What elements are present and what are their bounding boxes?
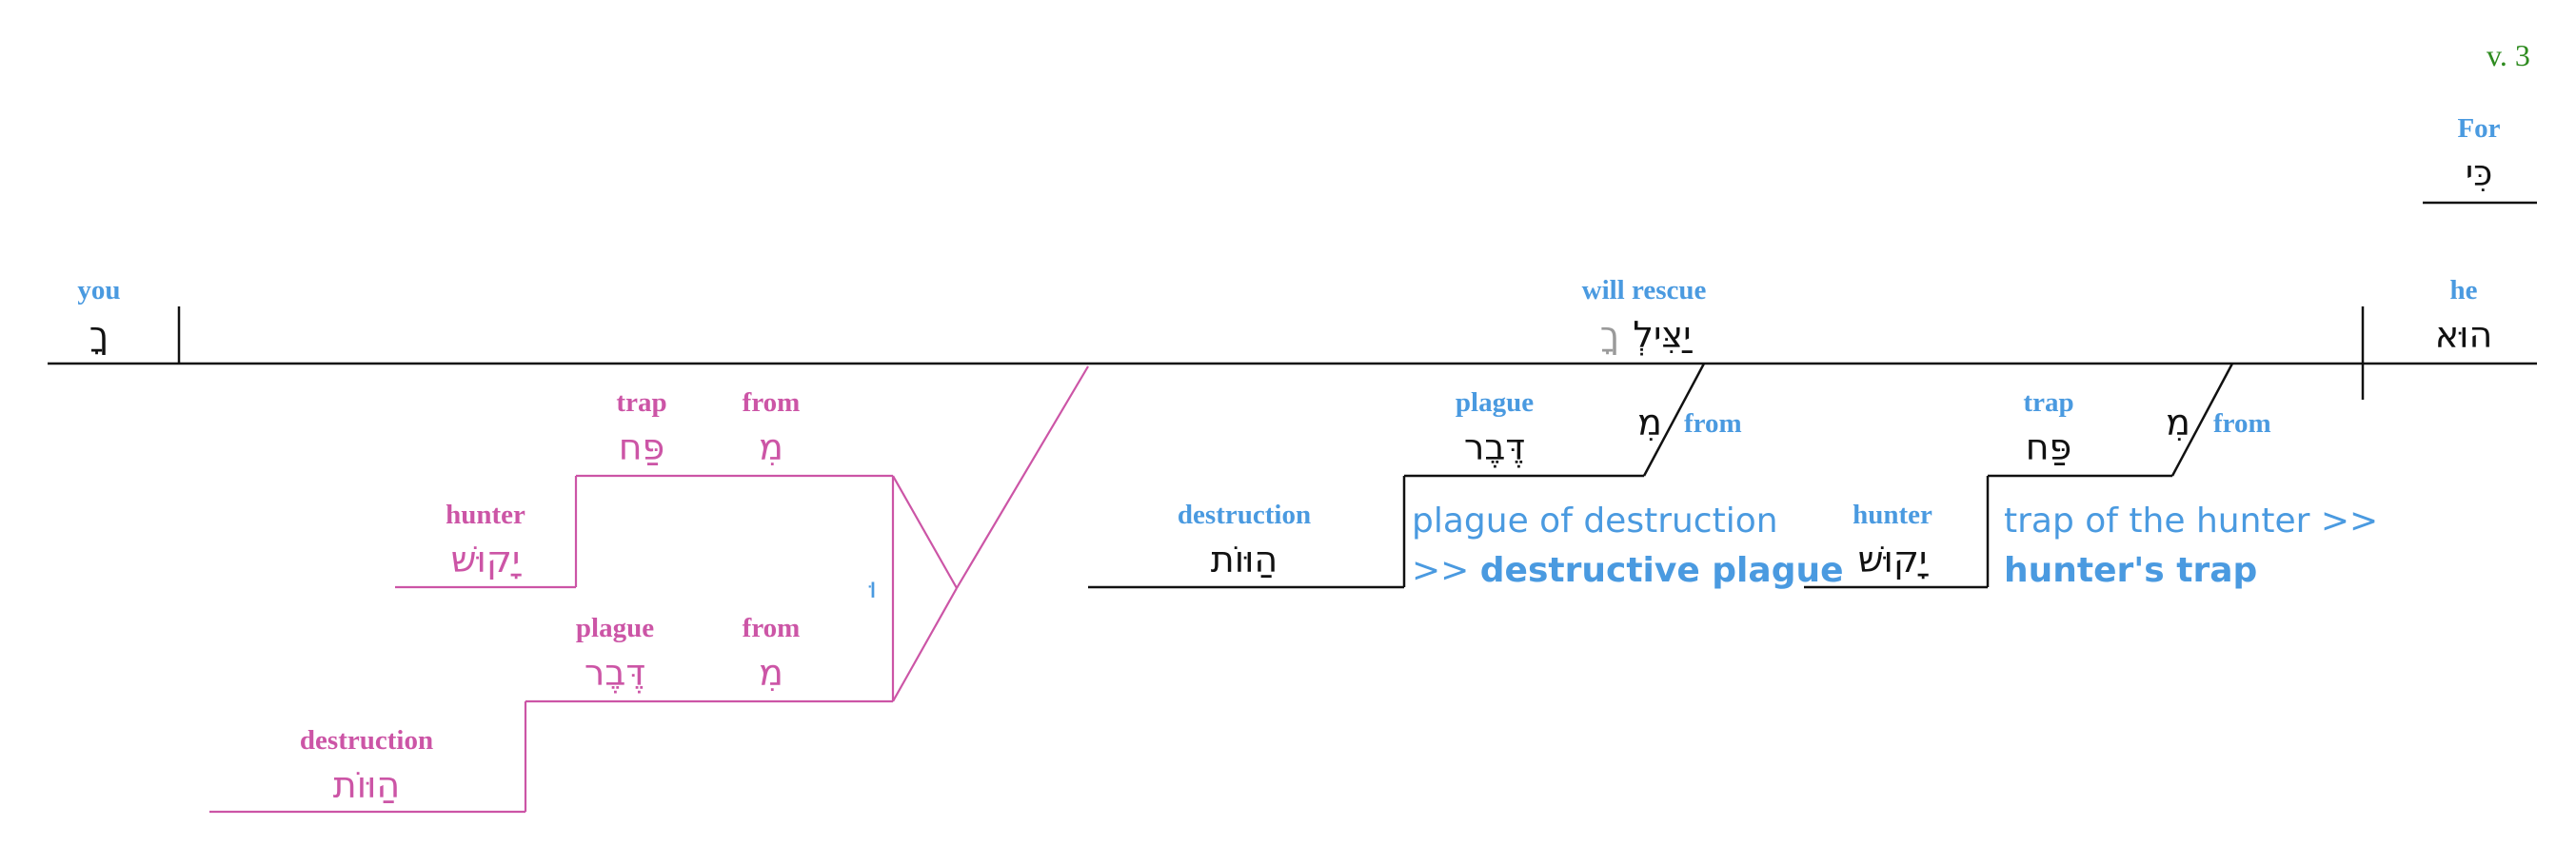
plague-note-prefix: >> — [1412, 551, 1470, 590]
trap-prep-gloss: from — [2213, 408, 2271, 439]
variant-join-upper — [892, 475, 958, 589]
variant-conjunction-hebrew: וּ — [868, 572, 878, 605]
variant-hunter-hebrew: יָקוּשׁ — [450, 539, 521, 581]
variant-trap-noun-hebrew: פַּח — [618, 426, 665, 468]
destruction-gloss: destruction — [1177, 500, 1312, 530]
subject-gloss: he — [2449, 275, 2478, 305]
trap-note-line1: trap of the hunter >> — [2004, 502, 2379, 541]
conjunction-hebrew: כִּי — [2465, 152, 2493, 194]
trap-note-line2: hunter's trap — [2004, 554, 2257, 588]
plague-note-bold: destructive plague — [1479, 551, 1844, 590]
verb-hebrew: יַצִּילְ — [1633, 314, 1692, 356]
variant-plague-noun-gloss: plague — [575, 613, 655, 643]
variant-plague-noun-hebrew: דֶּבֶר — [584, 652, 646, 694]
plague-noun-gloss: plague — [1455, 387, 1535, 418]
destruction-hebrew: הַוּוֹת — [1210, 539, 1278, 581]
variant-join-lower — [892, 587, 958, 702]
verse-label: v. 3 — [2487, 38, 2530, 72]
object-gloss: you — [77, 275, 121, 305]
conjunction-gloss: For — [2457, 113, 2501, 144]
hunter-gloss: hunter — [1853, 500, 1932, 530]
hunter-hebrew: יָקוּשׁ — [1857, 539, 1928, 581]
trap-noun-hebrew: פַּח — [2025, 426, 2072, 468]
variant-hunter-gloss: hunter — [446, 500, 525, 530]
subject-hebrew: הוּא — [2434, 314, 2493, 356]
variant-trap-prep-gloss: from — [742, 387, 801, 418]
plague-prep-hebrew: מִ — [1637, 402, 1662, 443]
variant-main-slant — [956, 365, 1089, 589]
variant-destruction-gloss: destruction — [299, 725, 434, 756]
variant-trap-noun-gloss: trap — [616, 387, 667, 418]
trap-noun-gloss: trap — [2023, 387, 2074, 418]
plague-noun-hebrew: דֶּבֶר — [1463, 426, 1526, 468]
plague-note-line1: plague of destruction — [1412, 502, 1778, 541]
variant-plague-prep-gloss: from — [742, 613, 801, 643]
variant-plague-prep-hebrew: מִ — [759, 652, 783, 694]
plague-prep-slant — [1642, 363, 1706, 477]
object-hebrew: ךָ — [89, 314, 109, 356]
variant-destruction-hebrew: הַוּוֹת — [332, 764, 401, 806]
plague-note-line2: >> destructive plague — [1412, 554, 1844, 588]
trap-prep-hebrew: מִ — [2166, 402, 2190, 443]
variant-trap-prep-hebrew: מִ — [759, 426, 783, 468]
trap-prep-slant — [2170, 363, 2234, 477]
trap-note-bold: hunter's trap — [2004, 551, 2258, 590]
plague-prep-gloss: from — [1684, 408, 1742, 439]
verb-suffix-hebrew: ךָ — [1599, 314, 1620, 356]
verb-gloss: will rescue — [1581, 275, 1707, 305]
